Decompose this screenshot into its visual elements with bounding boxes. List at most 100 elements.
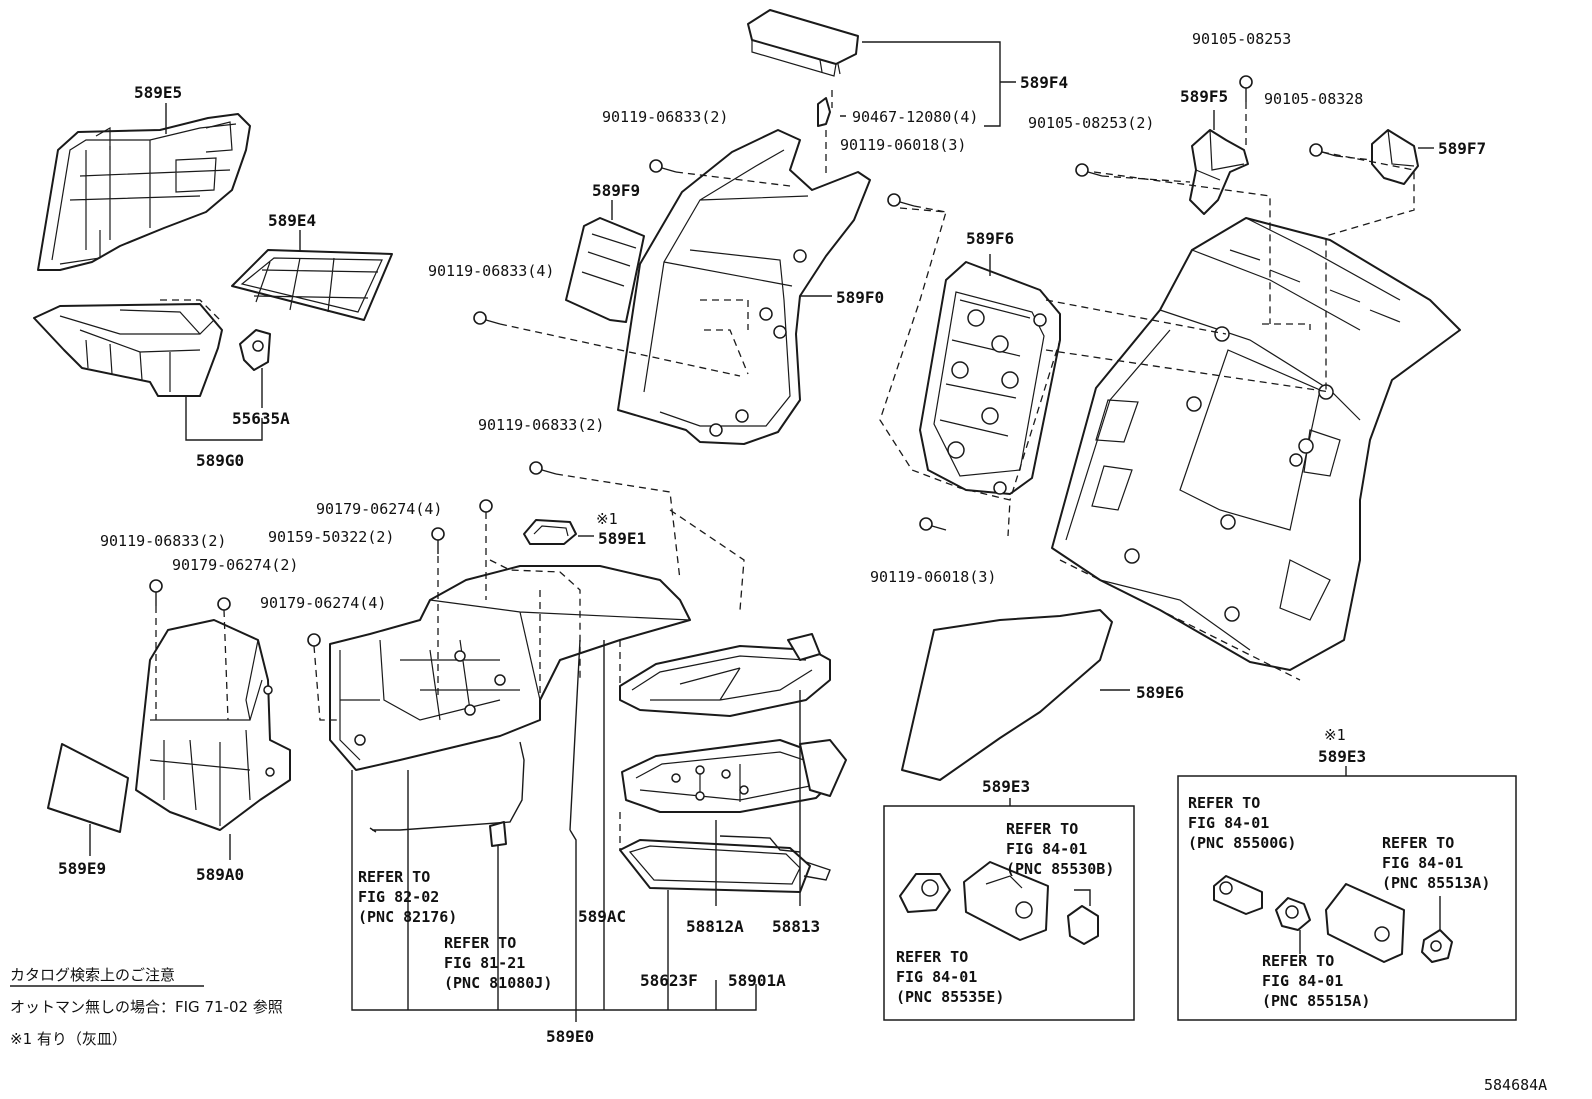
label-mark-589E3: ※1 [1324, 726, 1346, 744]
part-upper-tray [619, 633, 831, 717]
svg-text:REFER TO: REFER TO [1006, 820, 1078, 838]
bolt-icons [149, 75, 1337, 647]
label-mark-589E1: ※1 [596, 510, 618, 528]
label-bolt-90119-06833-2-left: 90119-06833(2) [100, 532, 226, 550]
reference-85513A: REFER TO FIG 84-01 (PNC 85513A) [1382, 834, 1490, 892]
label-bolt-90105-08253-2: 90105-08253(2) [1028, 114, 1154, 132]
svg-text:REFER TO: REFER TO [1382, 834, 1454, 852]
svg-text:FIG 81-21: FIG 81-21 [444, 954, 525, 972]
svg-text:(PNC 85513A): (PNC 85513A) [1382, 874, 1490, 892]
label-589E1: 589E1 [598, 529, 646, 548]
figure-id: 584684A [1484, 1076, 1547, 1094]
label-bolt-90119-06018-3-bottom: 90119-06018(3) [870, 568, 996, 586]
label-58812A: 58812A [686, 917, 744, 936]
part-589F4-lid [747, 9, 859, 127]
svg-text:FIG 84-01: FIG 84-01 [1382, 854, 1463, 872]
bolt-icon [149, 579, 163, 606]
label-589E9: 589E9 [58, 859, 106, 878]
notes-line-1: オットマン無しの場合：FIG 71-02 参照 [10, 998, 283, 1016]
notes-line-2: ※1 有り（灰皿） [10, 1030, 127, 1048]
svg-text:REFER TO: REFER TO [358, 868, 430, 886]
reference-82176: REFER TO FIG 82-02 (PNC 82176) [358, 868, 457, 926]
svg-text:(PNC 85515A): (PNC 85515A) [1262, 992, 1370, 1010]
label-bolt-90119-06833-2-top: 90119-06833(2) [602, 108, 728, 126]
part-589E1-ashtray [523, 519, 577, 545]
bolt-icon [1075, 163, 1103, 177]
label-58813: 58813 [772, 917, 820, 936]
notes-heading: カタログ検索上のご注意 [10, 966, 175, 984]
label-bolt-90159-50322-2: 90159-50322(2) [268, 528, 394, 546]
label-589F4: 589F4 [1020, 73, 1068, 92]
bolt-icon [887, 193, 915, 207]
svg-text:FIG 84-01: FIG 84-01 [1006, 840, 1087, 858]
label-589AC: 589AC [578, 907, 626, 926]
part-number-labels: 589E5 589E4 55635A 589G0 589F9 589F0 589… [58, 73, 1486, 1046]
inset-box-589E3-right [1177, 775, 1517, 1021]
bolt-number-labels: 90119-06833(2) 90467-12080(4) 90119-0601… [100, 30, 1363, 744]
part-589E6-carpet [901, 609, 1113, 781]
inset-left-parts [899, 861, 1099, 945]
label-bolt-90119-06833-4: 90119-06833(4) [428, 262, 554, 280]
bolt-icon [473, 311, 501, 325]
rear-floor-panel [1051, 217, 1461, 671]
reference-81080J: REFER TO FIG 81-21 (PNC 81080J) [444, 934, 552, 992]
label-bolt-90179-06274-2: 90179-06274(2) [172, 556, 298, 574]
bolt-icon [649, 159, 677, 173]
svg-text:(PNC 85500G): (PNC 85500G) [1188, 834, 1296, 852]
label-589G0: 589G0 [196, 451, 244, 470]
label-589E6: 589E6 [1136, 683, 1184, 702]
svg-text:REFER TO: REFER TO [896, 948, 968, 966]
connector-81080J [489, 821, 507, 847]
label-589E5: 589E5 [134, 83, 182, 102]
reference-85500G: REFER TO FIG 84-01 (PNC 85500G) [1188, 794, 1296, 852]
label-589A0: 589A0 [196, 865, 244, 884]
reference-85530B: REFER TO FIG 84-01 (PNC 85530B) [1006, 820, 1114, 878]
part-589F6-bracket [919, 261, 1061, 495]
catalog-notes: カタログ検索上のご注意 オットマン無しの場合：FIG 71-02 参照 ※1 有… [10, 966, 283, 1048]
label-589F7: 589F7 [1438, 139, 1486, 158]
label-bolt-90467-12080-4: 90467-12080(4) [852, 108, 978, 126]
bolt-icon [919, 517, 947, 531]
svg-text:REFER TO: REFER TO [1188, 794, 1260, 812]
part-589F5-bracket [1189, 129, 1249, 215]
reference-85515A: REFER TO FIG 84-01 (PNC 85515A) [1262, 952, 1370, 1010]
svg-text:(PNC 85530B): (PNC 85530B) [1006, 860, 1114, 878]
part-589E4-tray [231, 249, 393, 321]
bolt-icon [479, 499, 493, 513]
bolt-icon [1239, 75, 1253, 102]
label-58901A: 58901A [728, 971, 786, 990]
bolt-icon [217, 597, 231, 611]
part-lower-tray [621, 739, 847, 813]
bolt-icon [1309, 143, 1337, 157]
svg-text:REFER TO: REFER TO [444, 934, 516, 952]
inset-box-589E3-left [883, 805, 1135, 1021]
part-589G0-box [33, 299, 223, 397]
part-589E9-plate [47, 743, 129, 833]
reference-85535E: REFER TO FIG 84-01 (PNC 85535E) [896, 948, 1004, 1006]
part-589F7-clip [1371, 129, 1419, 185]
label-589F5: 589F5 [1180, 87, 1228, 106]
part-589E5-panel [37, 113, 251, 271]
bolt-icon [529, 461, 557, 475]
svg-text:(PNC 81080J): (PNC 81080J) [444, 974, 552, 992]
label-bolt-90105-08328: 90105-08328 [1264, 90, 1363, 108]
label-589E4: 589E4 [268, 211, 316, 230]
label-bolt-90119-06018-3-top: 90119-06018(3) [840, 136, 966, 154]
label-58623F: 58623F [640, 971, 698, 990]
label-55635A: 55635A [232, 409, 290, 428]
svg-text:FIG 82-02: FIG 82-02 [358, 888, 439, 906]
label-bolt-90179-06274-4-left: 90179-06274(4) [260, 594, 386, 612]
part-58623F-mat [619, 839, 811, 893]
bolt-icon [307, 633, 321, 647]
bolt-icon [431, 527, 445, 554]
label-589E3-left: 589E3 [982, 777, 1030, 796]
svg-text:FIG 84-01: FIG 84-01 [1188, 814, 1269, 832]
label-bolt-90179-06274-4-top: 90179-06274(4) [316, 500, 442, 518]
svg-text:(PNC 85535E): (PNC 85535E) [896, 988, 1004, 1006]
part-589A0-armrest [135, 619, 291, 831]
label-bolt-90105-08253: 90105-08253 [1192, 30, 1291, 48]
part-55635A-clip [239, 329, 271, 371]
label-589F6: 589F6 [966, 229, 1014, 248]
svg-text:REFER TO: REFER TO [1262, 952, 1334, 970]
